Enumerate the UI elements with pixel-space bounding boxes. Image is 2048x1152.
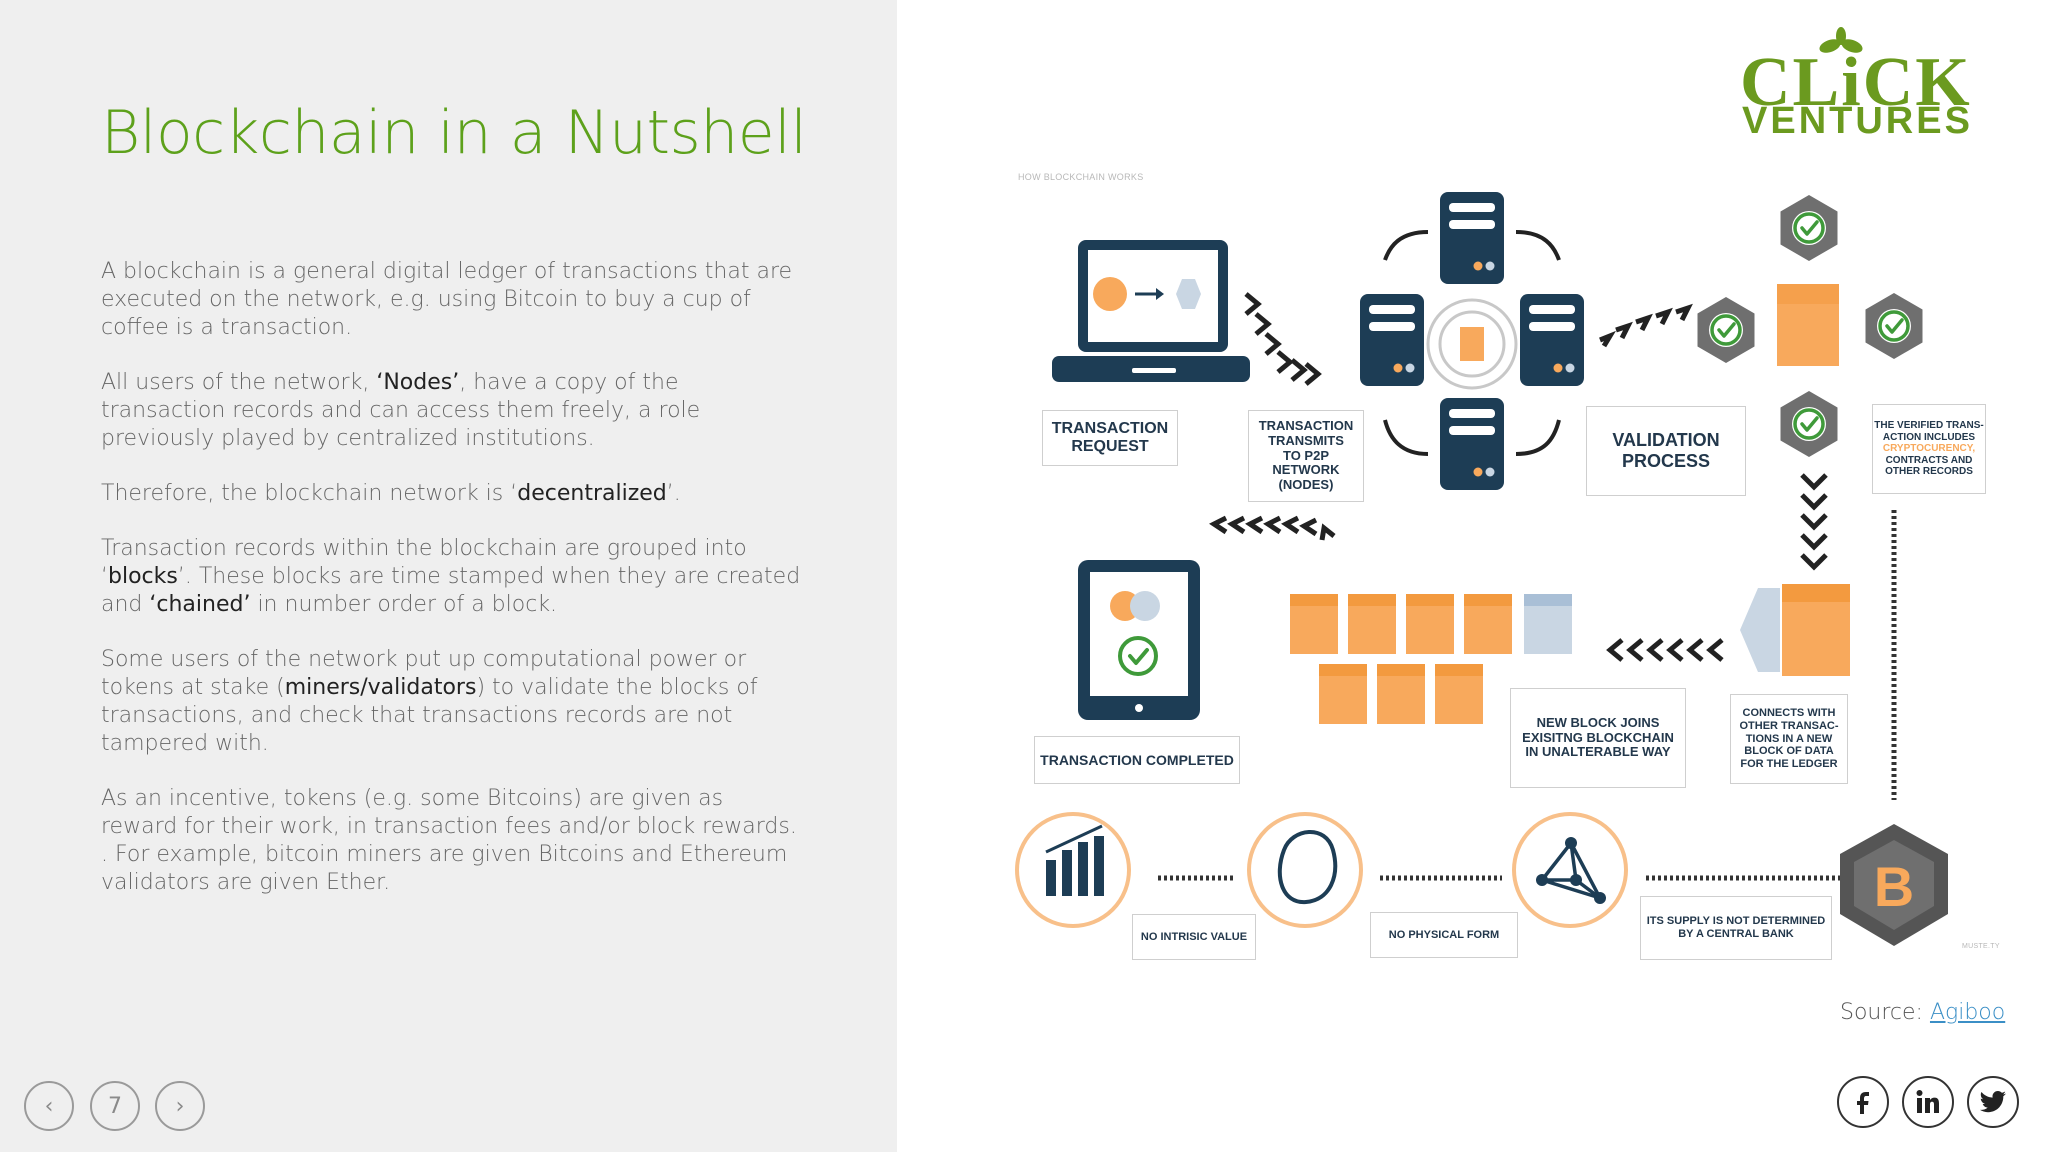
body-paragraph: Some users of the network put up computa… bbox=[101, 646, 801, 758]
source-prefix: Source: bbox=[1840, 1000, 1930, 1025]
paragraph-text: A blockchain is a general digital ledger… bbox=[101, 259, 793, 340]
blockchain-infographic: HOW BLOCKCHAIN WORKS MUSTE.TY bbox=[1010, 160, 2010, 960]
click-ventures-logo: CLiCK VENTURES bbox=[1740, 27, 1975, 142]
label-validation-process: VALIDATION PROCESS bbox=[1586, 406, 1746, 496]
label-no-intrinsic-value: NO INTRISIC VALUE bbox=[1132, 914, 1256, 960]
page-number: 7 bbox=[90, 1081, 140, 1131]
label-transaction-request: TRANSACTION REQUEST bbox=[1042, 410, 1178, 466]
twitter-share-button[interactable] bbox=[1967, 1076, 2019, 1128]
infographic-credit: MUSTE.TY bbox=[1962, 943, 2000, 950]
body-paragraph: As an incentive, tokens (e.g. some Bitco… bbox=[101, 785, 801, 897]
emphasis-term: ‘Nodes’ bbox=[376, 370, 460, 395]
new-block-icon bbox=[1740, 584, 1850, 676]
validation-checks-icon bbox=[1695, 193, 1925, 459]
previous-slide-button[interactable]: ‹ bbox=[24, 1081, 74, 1131]
label-transaction-completed: TRANSACTION COMPLETED bbox=[1034, 736, 1240, 784]
paragraph-text: ’. These blocks are time stamped when th… bbox=[101, 564, 801, 617]
emphasis-term: ‘chained’ bbox=[149, 592, 251, 617]
body-paragraph: All users of the network, ‘Nodes’, have … bbox=[101, 369, 801, 453]
bitcoin-icon: B bbox=[1840, 824, 1948, 946]
chart-icon bbox=[1015, 812, 1131, 928]
left-panel: Blockchain in a Nutshell A blockchain is… bbox=[0, 0, 897, 1152]
linkedin-share-button[interactable] bbox=[1902, 1076, 1954, 1128]
logo-text-ventures: VENTURES bbox=[1742, 100, 1973, 142]
paragraph-text: As an incentive, tokens (e.g. some Bitco… bbox=[101, 786, 797, 895]
label-connects-transactions: CONNECTS WITH OTHER TRANSAC- TIONS IN A … bbox=[1730, 694, 1848, 784]
next-slide-button[interactable]: › bbox=[155, 1081, 205, 1131]
facebook-icon bbox=[1857, 1092, 1869, 1114]
paragraph-text: , have a copy of the transaction records… bbox=[101, 370, 701, 451]
facebook-share-button[interactable] bbox=[1837, 1076, 1889, 1128]
paragraph-text: ’. bbox=[666, 481, 681, 506]
slide-title: Blockchain in a Nutshell bbox=[101, 98, 807, 168]
emphasis-term: blocks bbox=[108, 564, 178, 589]
coin-outline-icon bbox=[1247, 812, 1363, 928]
network-triangle-icon bbox=[1512, 812, 1628, 928]
emphasis-term: miners/validators bbox=[284, 675, 477, 700]
paragraph-text: Some users of the network put up computa… bbox=[101, 647, 747, 700]
paragraph-text: ) to validate the blocks of transactions… bbox=[101, 675, 758, 756]
paragraph-text: Transaction records within the blockchai… bbox=[101, 536, 747, 589]
logo-text-click: CLiCK bbox=[1740, 44, 1972, 121]
label-no-physical-form: NO PHYSICAL FORM bbox=[1370, 912, 1518, 958]
slide-body: A blockchain is a general digital ledger… bbox=[101, 258, 801, 924]
emphasis-term: decentralized bbox=[517, 481, 667, 506]
label-supply-not-determined: ITS SUPPLY IS NOT DETERMINED BY A CENTRA… bbox=[1640, 896, 1832, 960]
source-link[interactable]: Agiboo bbox=[1929, 1000, 2006, 1025]
linkedin-icon bbox=[1916, 1090, 1939, 1113]
source-credit: Source: Agiboo bbox=[1840, 1000, 2005, 1025]
body-paragraph: Transaction records within the blockchai… bbox=[101, 535, 801, 619]
tablet-icon bbox=[1078, 560, 1200, 720]
label-new-block-joins: NEW BLOCK JOINS EXISITNG BLOCKCHAIN IN U… bbox=[1510, 688, 1686, 788]
blockchain-blocks-icon bbox=[1290, 594, 1572, 724]
body-paragraph: Therefore, the blockchain network is ‘de… bbox=[101, 480, 801, 508]
leaf-icon bbox=[1819, 27, 1863, 53]
infographic-heading: HOW BLOCKCHAIN WORKS bbox=[1018, 172, 1144, 182]
paragraph-text: All users of the network, bbox=[101, 370, 377, 395]
label-verified-transaction: THE VERIFIED TRANS- ACTION INCLUDES CRYP… bbox=[1872, 404, 1986, 494]
paragraph-text: in number order of a block. bbox=[250, 592, 558, 617]
paragraph-text: Therefore, the blockchain network is ‘ bbox=[101, 481, 518, 506]
p2p-network-icon bbox=[1360, 192, 1584, 490]
svg-text:B: B bbox=[1874, 855, 1914, 918]
laptop-icon bbox=[1052, 240, 1250, 382]
twitter-icon bbox=[1979, 1091, 2006, 1113]
infographic-graphics: B bbox=[1015, 192, 1948, 946]
label-transaction-transmits: TRANSACTION TRANSMITS TO P2P NETWORK (NO… bbox=[1248, 410, 1364, 502]
body-paragraph: A blockchain is a general digital ledger… bbox=[101, 258, 801, 342]
